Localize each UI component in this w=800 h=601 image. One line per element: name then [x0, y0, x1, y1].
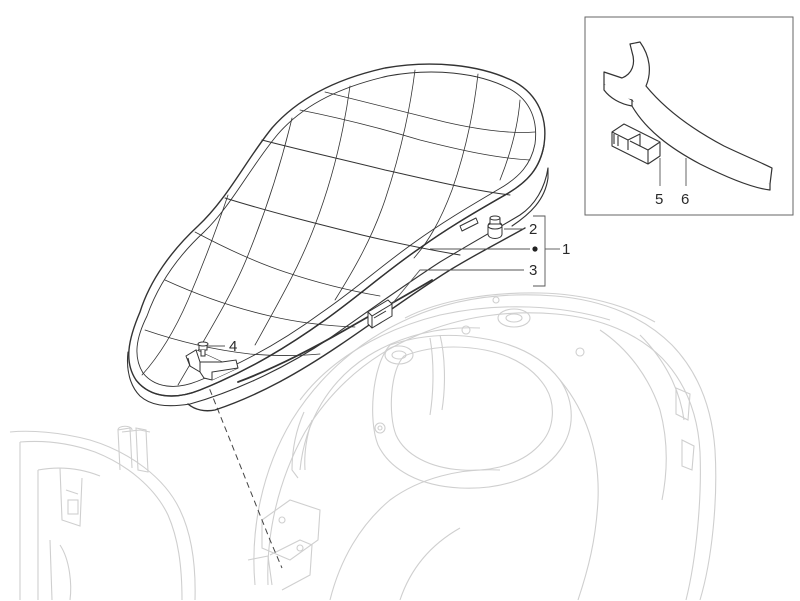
leader-3	[391, 269, 524, 305]
ghost-scooter-body	[247, 292, 717, 601]
callout-5: 5	[655, 191, 663, 208]
seat	[126, 63, 549, 412]
part-5-fuse-clip	[611, 123, 661, 165]
part-3-latch-hook	[367, 299, 393, 329]
part-2-rubber-buffer	[487, 215, 503, 239]
callout-6: 6	[681, 191, 689, 208]
callout-4: 4	[229, 338, 237, 355]
callout-2: 2	[529, 221, 537, 238]
callout-1: 1	[562, 241, 570, 258]
leader-bracket-1	[533, 215, 546, 287]
part-4-hinge	[185, 341, 239, 381]
callout-1-dot	[532, 246, 538, 252]
ghost-front-panel	[9, 425, 196, 601]
part-6-spanner	[603, 41, 773, 191]
leader-lines	[207, 158, 687, 347]
callout-3: 3	[529, 262, 537, 279]
assembly-dashed-line	[205, 379, 283, 569]
